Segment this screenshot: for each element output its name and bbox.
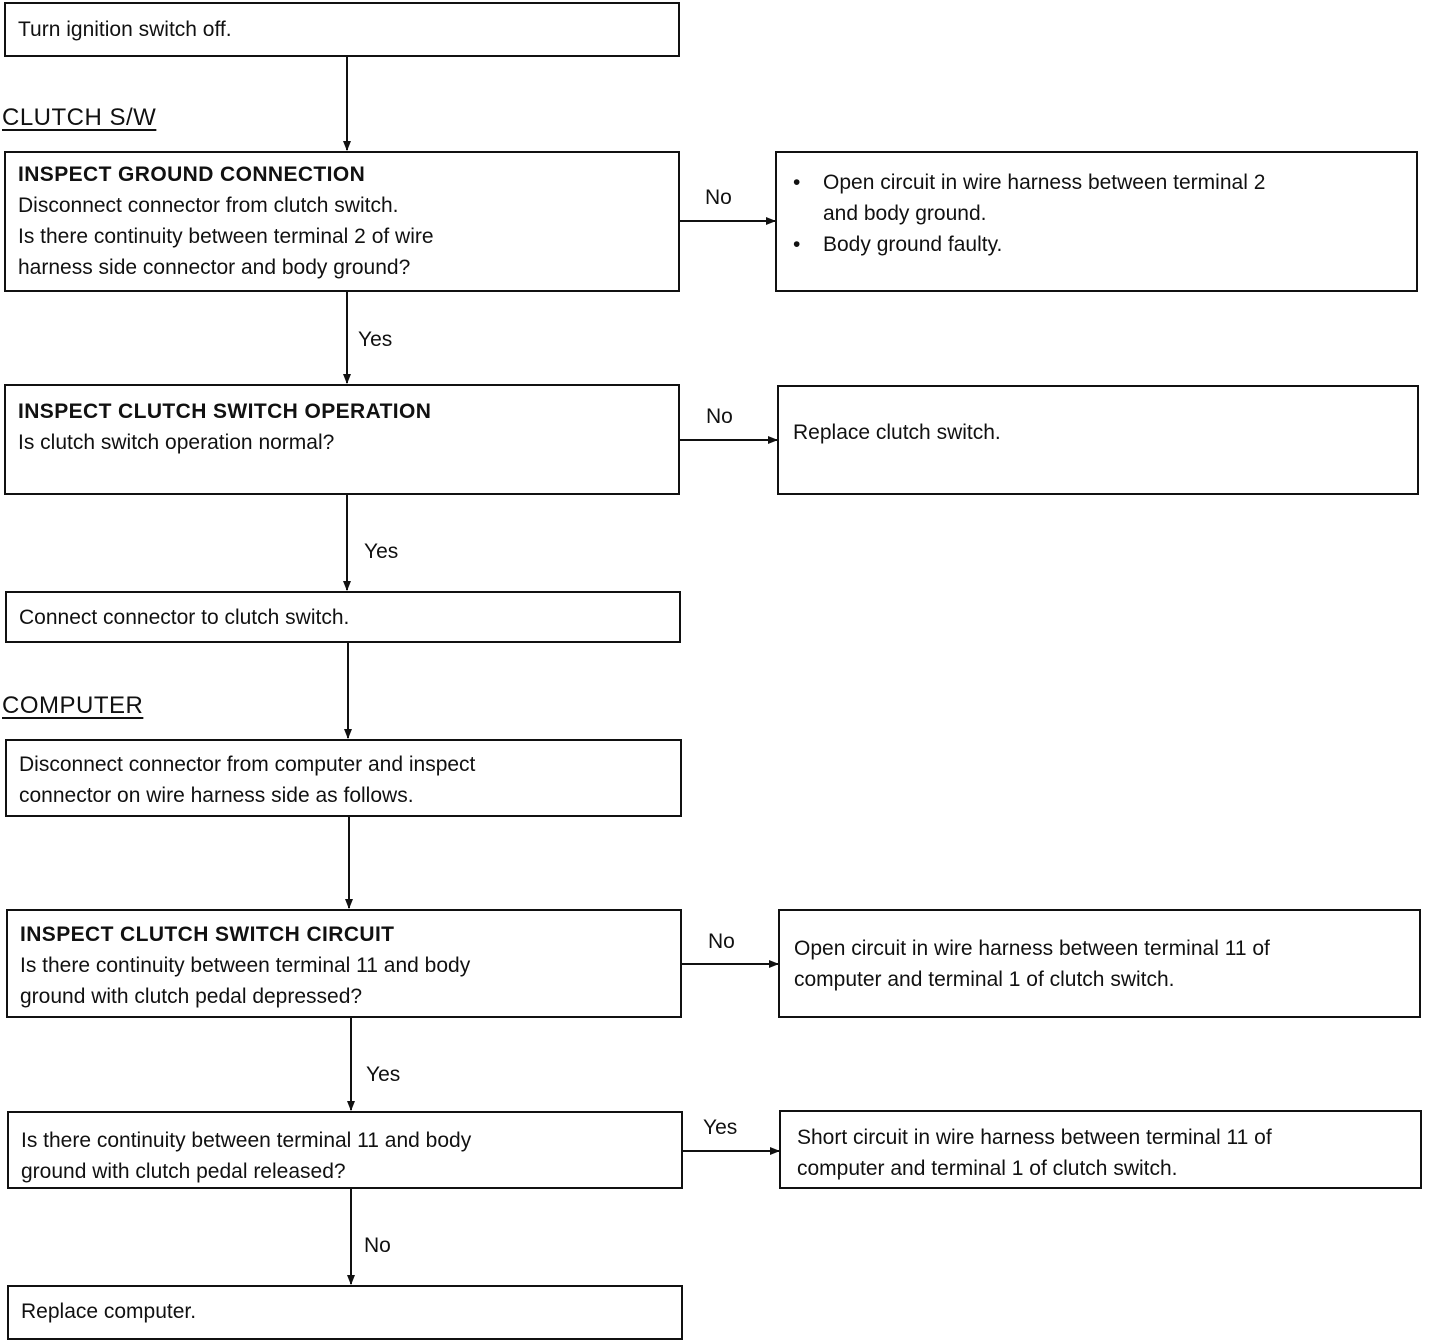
step-turn-ignition-off: Turn ignition switch off.: [4, 2, 680, 57]
step-text: Replace computer.: [21, 1300, 197, 1323]
step-line: Is there continuity between terminal 11 …: [20, 954, 471, 977]
step-inspect-clutch-switch-operation: INSPECT CLUTCH SWITCH OPERATION Is clutc…: [4, 384, 680, 495]
step-connect-connector: Connect connector to clutch switch.: [5, 591, 681, 643]
label-no-circuit: No: [708, 930, 735, 953]
step-replace-computer: Replace computer.: [7, 1285, 683, 1340]
step-line: Disconnect connector from computer and i…: [19, 753, 476, 776]
step-heading: INSPECT CLUTCH SWITCH OPERATION: [18, 400, 432, 423]
step-line: Is there continuity between terminal 2 o…: [18, 225, 434, 248]
step-line: ground with clutch pedal depressed?: [20, 985, 363, 1008]
result-bullet: Body ground faulty.: [789, 229, 1404, 260]
result-line: Short circuit in wire harness between te…: [797, 1126, 1272, 1149]
step-inspect-clutch-switch-circuit: INSPECT CLUTCH SWITCH CIRCUIT Is there c…: [6, 909, 682, 1018]
result-line: Open circuit in wire harness between ter…: [794, 937, 1270, 960]
step-line: connector on wire harness side as follow…: [19, 784, 414, 807]
result-ground-faulty: Open circuit in wire harness between ter…: [775, 151, 1418, 292]
bullet-text-cont: and body ground.: [823, 202, 987, 225]
step-line: Disconnect connector from clutch switch.: [18, 194, 399, 217]
section-clutch-sw: CLUTCH S/W: [2, 104, 157, 131]
step-text: Turn ignition switch off.: [18, 18, 232, 41]
step-check-pedal-released: Is there continuity between terminal 11 …: [7, 1111, 683, 1189]
step-heading: INSPECT CLUTCH SWITCH CIRCUIT: [20, 923, 395, 946]
label-yes-released: Yes: [703, 1116, 738, 1139]
result-short-circuit: Short circuit in wire harness between te…: [779, 1110, 1422, 1189]
result-bullet: Open circuit in wire harness between ter…: [789, 167, 1404, 229]
label-no-released: No: [364, 1234, 391, 1257]
result-line: computer and terminal 1 of clutch switch…: [794, 968, 1175, 991]
bullet-text: Open circuit in wire harness between ter…: [823, 171, 1266, 194]
step-disconnect-computer-connector: Disconnect connector from computer and i…: [5, 739, 682, 817]
label-yes-operation: Yes: [364, 540, 399, 563]
step-inspect-ground-connection: INSPECT GROUND CONNECTION Disconnect con…: [4, 151, 680, 292]
label-no-operation: No: [706, 405, 733, 428]
step-line: harness side connector and body ground?: [18, 256, 411, 279]
result-bullet-list: Open circuit in wire harness between ter…: [789, 167, 1404, 260]
label-yes-ground: Yes: [358, 328, 393, 351]
result-text: Replace clutch switch.: [793, 421, 1001, 444]
step-heading: INSPECT GROUND CONNECTION: [18, 163, 366, 186]
label-no-ground: No: [705, 186, 732, 209]
step-line: Is there continuity between terminal 11 …: [21, 1129, 472, 1152]
step-line: Is clutch switch operation normal?: [18, 431, 335, 454]
step-line: ground with clutch pedal released?: [21, 1160, 346, 1183]
label-yes-circuit: Yes: [366, 1063, 401, 1086]
result-line: computer and terminal 1 of clutch switch…: [797, 1157, 1178, 1180]
result-replace-clutch-switch: Replace clutch switch.: [777, 385, 1419, 495]
section-computer: COMPUTER: [2, 692, 144, 719]
step-text: Connect connector to clutch switch.: [19, 606, 350, 629]
result-open-circuit: Open circuit in wire harness between ter…: [778, 909, 1421, 1018]
bullet-text: Body ground faulty.: [823, 233, 1003, 256]
